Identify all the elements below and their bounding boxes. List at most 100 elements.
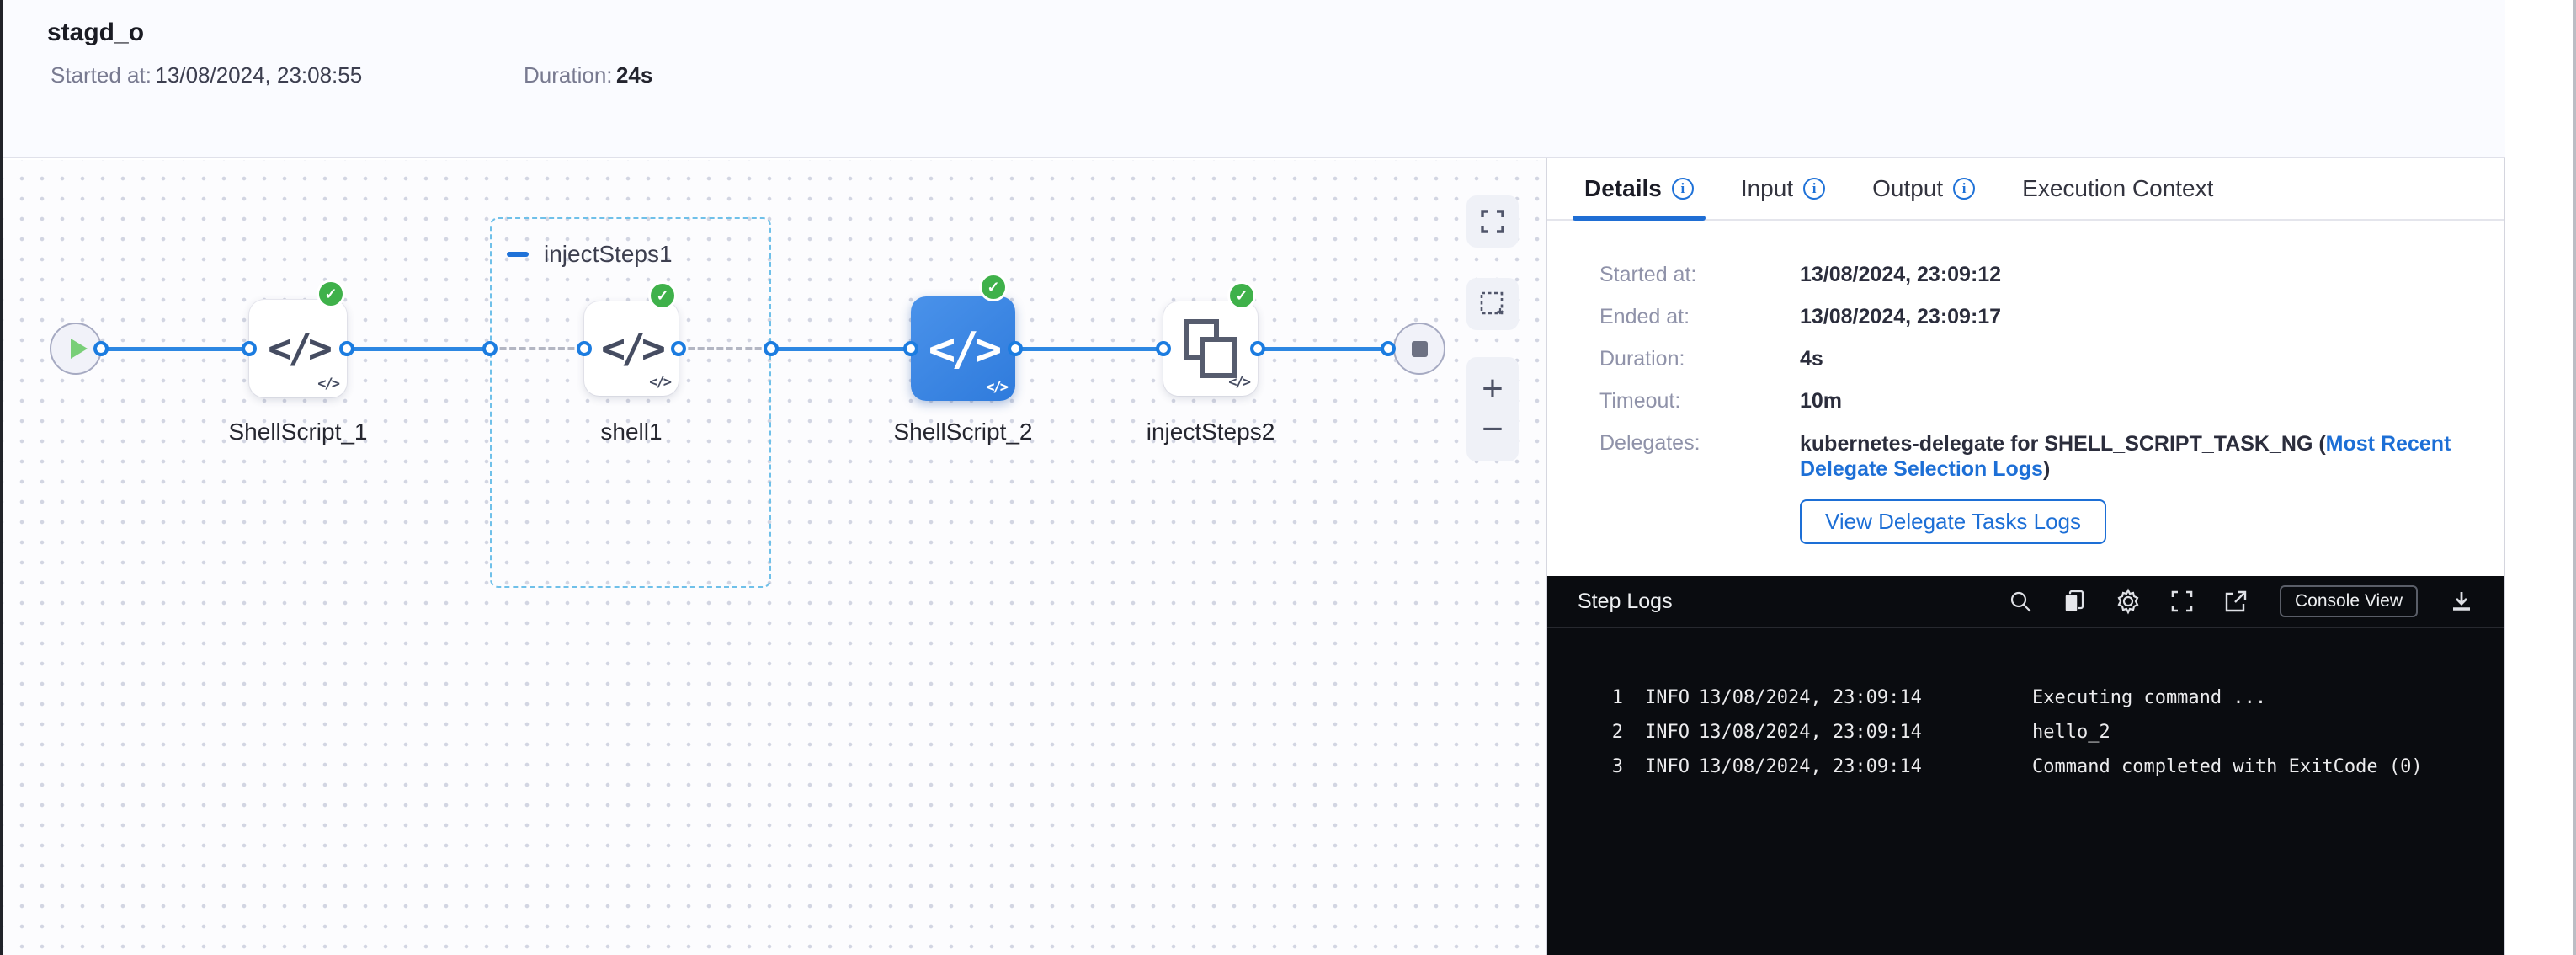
log-line-number: 2: [1611, 722, 1623, 743]
duration-label: Duration:: [524, 62, 613, 88]
connector-port: [1008, 341, 1023, 356]
copy-icon: [2064, 590, 2084, 612]
shell-script-type-icon: </>: [649, 374, 672, 391]
zoom-in-button[interactable]: +: [1466, 363, 1519, 415]
step-group-header: injectSteps1: [507, 241, 673, 268]
step-group-label: injectSteps1: [544, 241, 673, 267]
stage-title: stagd_o: [47, 19, 145, 46]
log-search-button[interactable]: [2007, 588, 2034, 615]
connector-port: [1156, 341, 1171, 356]
details-tabs: Details i Input i Output i Execution Con…: [1547, 158, 2504, 221]
step-logs-panel: Step Logs: [1547, 576, 2504, 955]
connector-port: [242, 341, 257, 356]
play-icon: [70, 339, 88, 359]
settings-icon: [2117, 588, 2139, 615]
success-check-icon: ✓: [1227, 281, 1256, 310]
shell-script-type-icon: </>: [1228, 374, 1251, 391]
connector-port: [1250, 341, 1265, 356]
shell-script-type-icon: </>: [986, 379, 1009, 396]
tab-execution-context[interactable]: Execution Context: [2010, 158, 2225, 219]
detail-label: Duration:: [1599, 347, 1685, 371]
marquee-select-icon: [1480, 291, 1504, 315]
connector-port: [482, 341, 498, 356]
edge-step1-to-group: [347, 347, 490, 351]
log-timestamp: 13/08/2024, 23:09:14: [1699, 756, 1922, 777]
zoom-out-button[interactable]: −: [1466, 403, 1519, 456]
log-line-number: 3: [1611, 756, 1623, 777]
shell-script-type-icon: </>: [317, 376, 340, 392]
step-label: shell1: [600, 419, 663, 445]
step-node-injectsteps2[interactable]: </> ✓: [1163, 281, 1258, 396]
log-fullscreen-button[interactable]: [2169, 588, 2195, 615]
zoom-out-icon: −: [1482, 408, 1504, 450]
step-group-injectsteps1[interactable]: [490, 217, 771, 588]
detail-value: 10m: [1800, 389, 1843, 413]
duration-value: 24s: [615, 62, 653, 88]
search-icon: [2010, 591, 2031, 612]
view-delegate-tasks-logs-button[interactable]: View Delegate Tasks Logs: [1800, 499, 2107, 544]
detail-value: 13/08/2024, 23:09:17: [1800, 305, 2002, 328]
step-node-shellscript-2-selected[interactable]: </> </> ✓: [911, 273, 1015, 401]
tab-label: Input: [1740, 175, 1794, 201]
success-check-icon: ✓: [979, 273, 1008, 301]
log-level: INFO: [1645, 756, 1690, 777]
stop-icon: [1411, 340, 1428, 357]
info-icon: i: [1953, 178, 1976, 200]
detail-label: Timeout:: [1599, 389, 1681, 413]
stage-duration: Duration: 24s: [524, 62, 652, 88]
started-at-label: Started at:: [51, 62, 152, 88]
delegate-selection-logs-link[interactable]: Most Recent Delegate Selection Logs: [1800, 432, 2451, 481]
detail-row-started-at: Started at: 13/08/2024, 23:09:12: [1599, 263, 2453, 287]
log-copy-button[interactable]: [2061, 588, 2088, 615]
log-message: hello_2: [2032, 722, 2110, 743]
detail-label: Started at:: [1599, 263, 1697, 286]
log-download-button[interactable]: [2448, 588, 2475, 615]
step-details-panel: Details i Input i Output i Execution Con…: [1546, 158, 2505, 955]
download-icon: [2453, 592, 2470, 611]
canvas-marquee-select-button[interactable]: [1466, 278, 1519, 330]
connector-port: [1381, 341, 1396, 356]
started-at-value: 13/08/2024, 23:08:55: [155, 62, 363, 88]
inject-steps-icon: [1184, 319, 1237, 378]
log-message: Command completed with ExitCode (0): [2032, 756, 2423, 777]
tab-details[interactable]: Details i: [1573, 158, 1706, 221]
log-open-in-new-button[interactable]: [2222, 588, 2249, 615]
delegates-value: kubernetes-delegate for SHELL_SCRIPT_TAS…: [1800, 431, 2453, 482]
connector-port: [764, 341, 779, 356]
edge-step3-to-step4: [1015, 347, 1163, 351]
details-content: Started at: 13/08/2024, 23:09:12 Ended a…: [1547, 221, 2504, 544]
canvas-fullscreen-button[interactable]: [1466, 195, 1519, 248]
edge-step4-to-end: [1258, 347, 1388, 351]
delegates-text: kubernetes-delegate for SHELL_SCRIPT_TAS…: [1800, 432, 2326, 456]
tab-output[interactable]: Output i: [1860, 158, 1987, 219]
detail-label: Ended at:: [1599, 305, 1690, 328]
step-logs-title: Step Logs: [1578, 589, 1673, 613]
code-icon: </>: [601, 325, 666, 372]
log-lines: 1 INFO 13/08/2024, 23:09:14 Executing co…: [1547, 628, 2504, 791]
log-timestamp: 13/08/2024, 23:09:14: [1699, 687, 1922, 708]
log-level: INFO: [1645, 687, 1690, 708]
detail-row-delegates: Delegates: kubernetes-delegate for SHELL…: [1599, 431, 2453, 482]
console-view-button[interactable]: Console View: [2279, 585, 2418, 617]
step-node-shell1[interactable]: </> </> ✓: [584, 281, 679, 396]
tab-input[interactable]: Input i: [1729, 158, 1837, 219]
page-scrollbar[interactable]: [2573, 0, 2576, 955]
detail-row-duration: Duration: 4s: [1599, 347, 2453, 371]
step-logs-toolbar: Console View: [2007, 585, 2475, 617]
pipeline-canvas[interactable]: injectSteps1 </> </> ✓ ShellScript_1 </>…: [3, 160, 1546, 955]
stage-started-at: Started at: 13/08/2024, 23:08:55: [51, 62, 362, 88]
tab-label: Details: [1584, 175, 1662, 201]
end-node[interactable]: [1393, 323, 1445, 375]
step-label: ShellScript_1: [228, 419, 368, 445]
step-node-shellscript-1[interactable]: </> </> ✓: [249, 280, 347, 397]
detail-row-timeout: Timeout: 10m: [1599, 389, 2453, 413]
log-settings-button[interactable]: [2115, 588, 2142, 615]
connector-port: [93, 341, 109, 356]
detail-row-ended-at: Ended at: 13/08/2024, 23:09:17: [1599, 305, 2453, 329]
canvas-zoom-controls: + −: [1466, 357, 1519, 461]
log-level: INFO: [1645, 722, 1690, 743]
collapse-group-icon[interactable]: [507, 252, 529, 257]
step-logs-header: Step Logs: [1547, 576, 2504, 628]
delegate-logs-button-row: View Delegate Tasks Logs: [1800, 499, 2453, 544]
collapsed-sidebar-edge: [0, 0, 3, 955]
